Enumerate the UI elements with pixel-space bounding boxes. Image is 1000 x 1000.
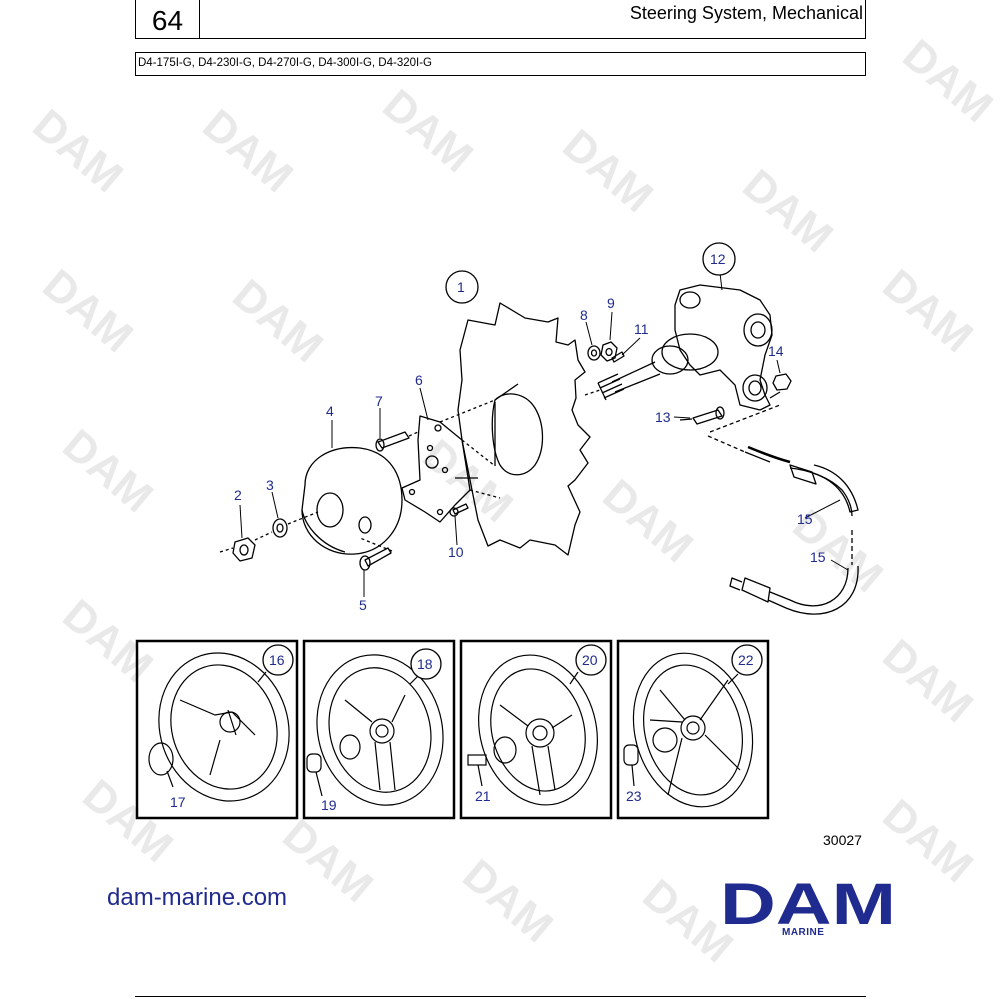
- steering-wheel-22: [632, 652, 754, 808]
- callout-12: 12: [710, 251, 726, 267]
- callout-20: 20: [582, 652, 598, 668]
- steering-wheel-20: [478, 654, 598, 806]
- callout-2: 2: [234, 487, 242, 503]
- watermark: DAM: [194, 100, 302, 202]
- callout-17: 17: [170, 794, 186, 810]
- logo-subtext: MARINE: [782, 927, 825, 938]
- dashboard-panel: [457, 302, 591, 556]
- watermark: DAM: [24, 100, 132, 202]
- callout-7: 7: [375, 393, 383, 409]
- callout-1: 1: [457, 279, 465, 295]
- wheel-panel-18: [302, 639, 456, 820]
- callout-10: 10: [448, 544, 464, 560]
- watermark: DAM: [594, 470, 702, 572]
- screw-part-13: [692, 409, 723, 425]
- callout-19: 19: [321, 797, 337, 813]
- steering-cable: [744, 451, 853, 517]
- callout-11: 11: [634, 321, 649, 337]
- watermark: DAM: [454, 850, 562, 952]
- watermark: DAM: [274, 810, 382, 912]
- models-box: D4-175I-G, D4-230I-G, D4-270I-G, D4-300I…: [135, 52, 866, 76]
- callout-15b: 15: [810, 549, 826, 565]
- callout-13: 13: [655, 409, 671, 425]
- callout-9: 9: [607, 295, 615, 311]
- key-part-11: [611, 351, 625, 363]
- engine-models: D4-175I-G, D4-230I-G, D4-270I-G, D4-300I…: [138, 57, 432, 69]
- panel-hole: [491, 393, 544, 476]
- nut-part-14: [772, 373, 792, 391]
- wheel-panel-20: [459, 639, 613, 820]
- helm-housing: [674, 284, 773, 411]
- callout-14: 14: [768, 343, 784, 359]
- callout-15a: 15: [797, 511, 813, 527]
- watermark: DAM: [224, 270, 332, 372]
- wheel-panel-22: [616, 639, 770, 820]
- footer-divider: [135, 996, 866, 997]
- figure-number: 30027: [823, 832, 862, 848]
- callout-21: 21: [475, 788, 491, 804]
- logo-text: DAM: [720, 876, 896, 937]
- callout-22: 22: [738, 652, 754, 668]
- watermark: DAM: [874, 260, 982, 362]
- watermark: DAM: [34, 260, 142, 362]
- washer-part-8: [587, 345, 601, 361]
- steering-wheel-16: [158, 652, 290, 802]
- hub-cover: [301, 446, 403, 555]
- watermark: DAM: [54, 420, 162, 522]
- website-link[interactable]: dam-marine.com: [107, 884, 288, 911]
- dam-marine-logo: DAM: [720, 876, 896, 937]
- page-number: 64: [135, 0, 200, 39]
- watermark-group: DAM DAM DAM DAM DAM DAM DAM DAM DAM DAM …: [24, 30, 1000, 972]
- screw-part-5: [364, 547, 392, 567]
- helm-shaft-thread: [597, 373, 625, 399]
- watermark: DAM: [554, 120, 662, 222]
- steering-wheel-18: [316, 654, 444, 806]
- nut-part-2: [232, 537, 256, 562]
- nut-part-9: [600, 341, 618, 362]
- hub-center-hole: [316, 492, 344, 528]
- title-box: Steering System, Mechanical: [199, 0, 866, 39]
- page-title: Steering System, Mechanical: [629, 3, 863, 23]
- callout-16: 16: [269, 652, 285, 668]
- screw-part-10: [452, 503, 469, 515]
- washer-part-3: [272, 518, 288, 538]
- wheel-panel-16: [135, 639, 299, 820]
- watermark: DAM: [894, 30, 1000, 132]
- watermark: DAM: [374, 80, 482, 182]
- callout-8: 8: [580, 307, 588, 323]
- callout-23: 23: [626, 788, 642, 804]
- callout-18: 18: [417, 656, 433, 672]
- mounting-bracket: [401, 415, 471, 523]
- screw-part-7: [377, 431, 410, 449]
- callout-5: 5: [359, 597, 367, 613]
- watermark: DAM: [734, 160, 842, 262]
- watermark: DAM: [74, 770, 182, 872]
- watermark: DAM: [874, 630, 982, 732]
- callout-3: 3: [266, 477, 274, 493]
- callout-4: 4: [326, 403, 334, 419]
- callout-6: 6: [415, 372, 423, 388]
